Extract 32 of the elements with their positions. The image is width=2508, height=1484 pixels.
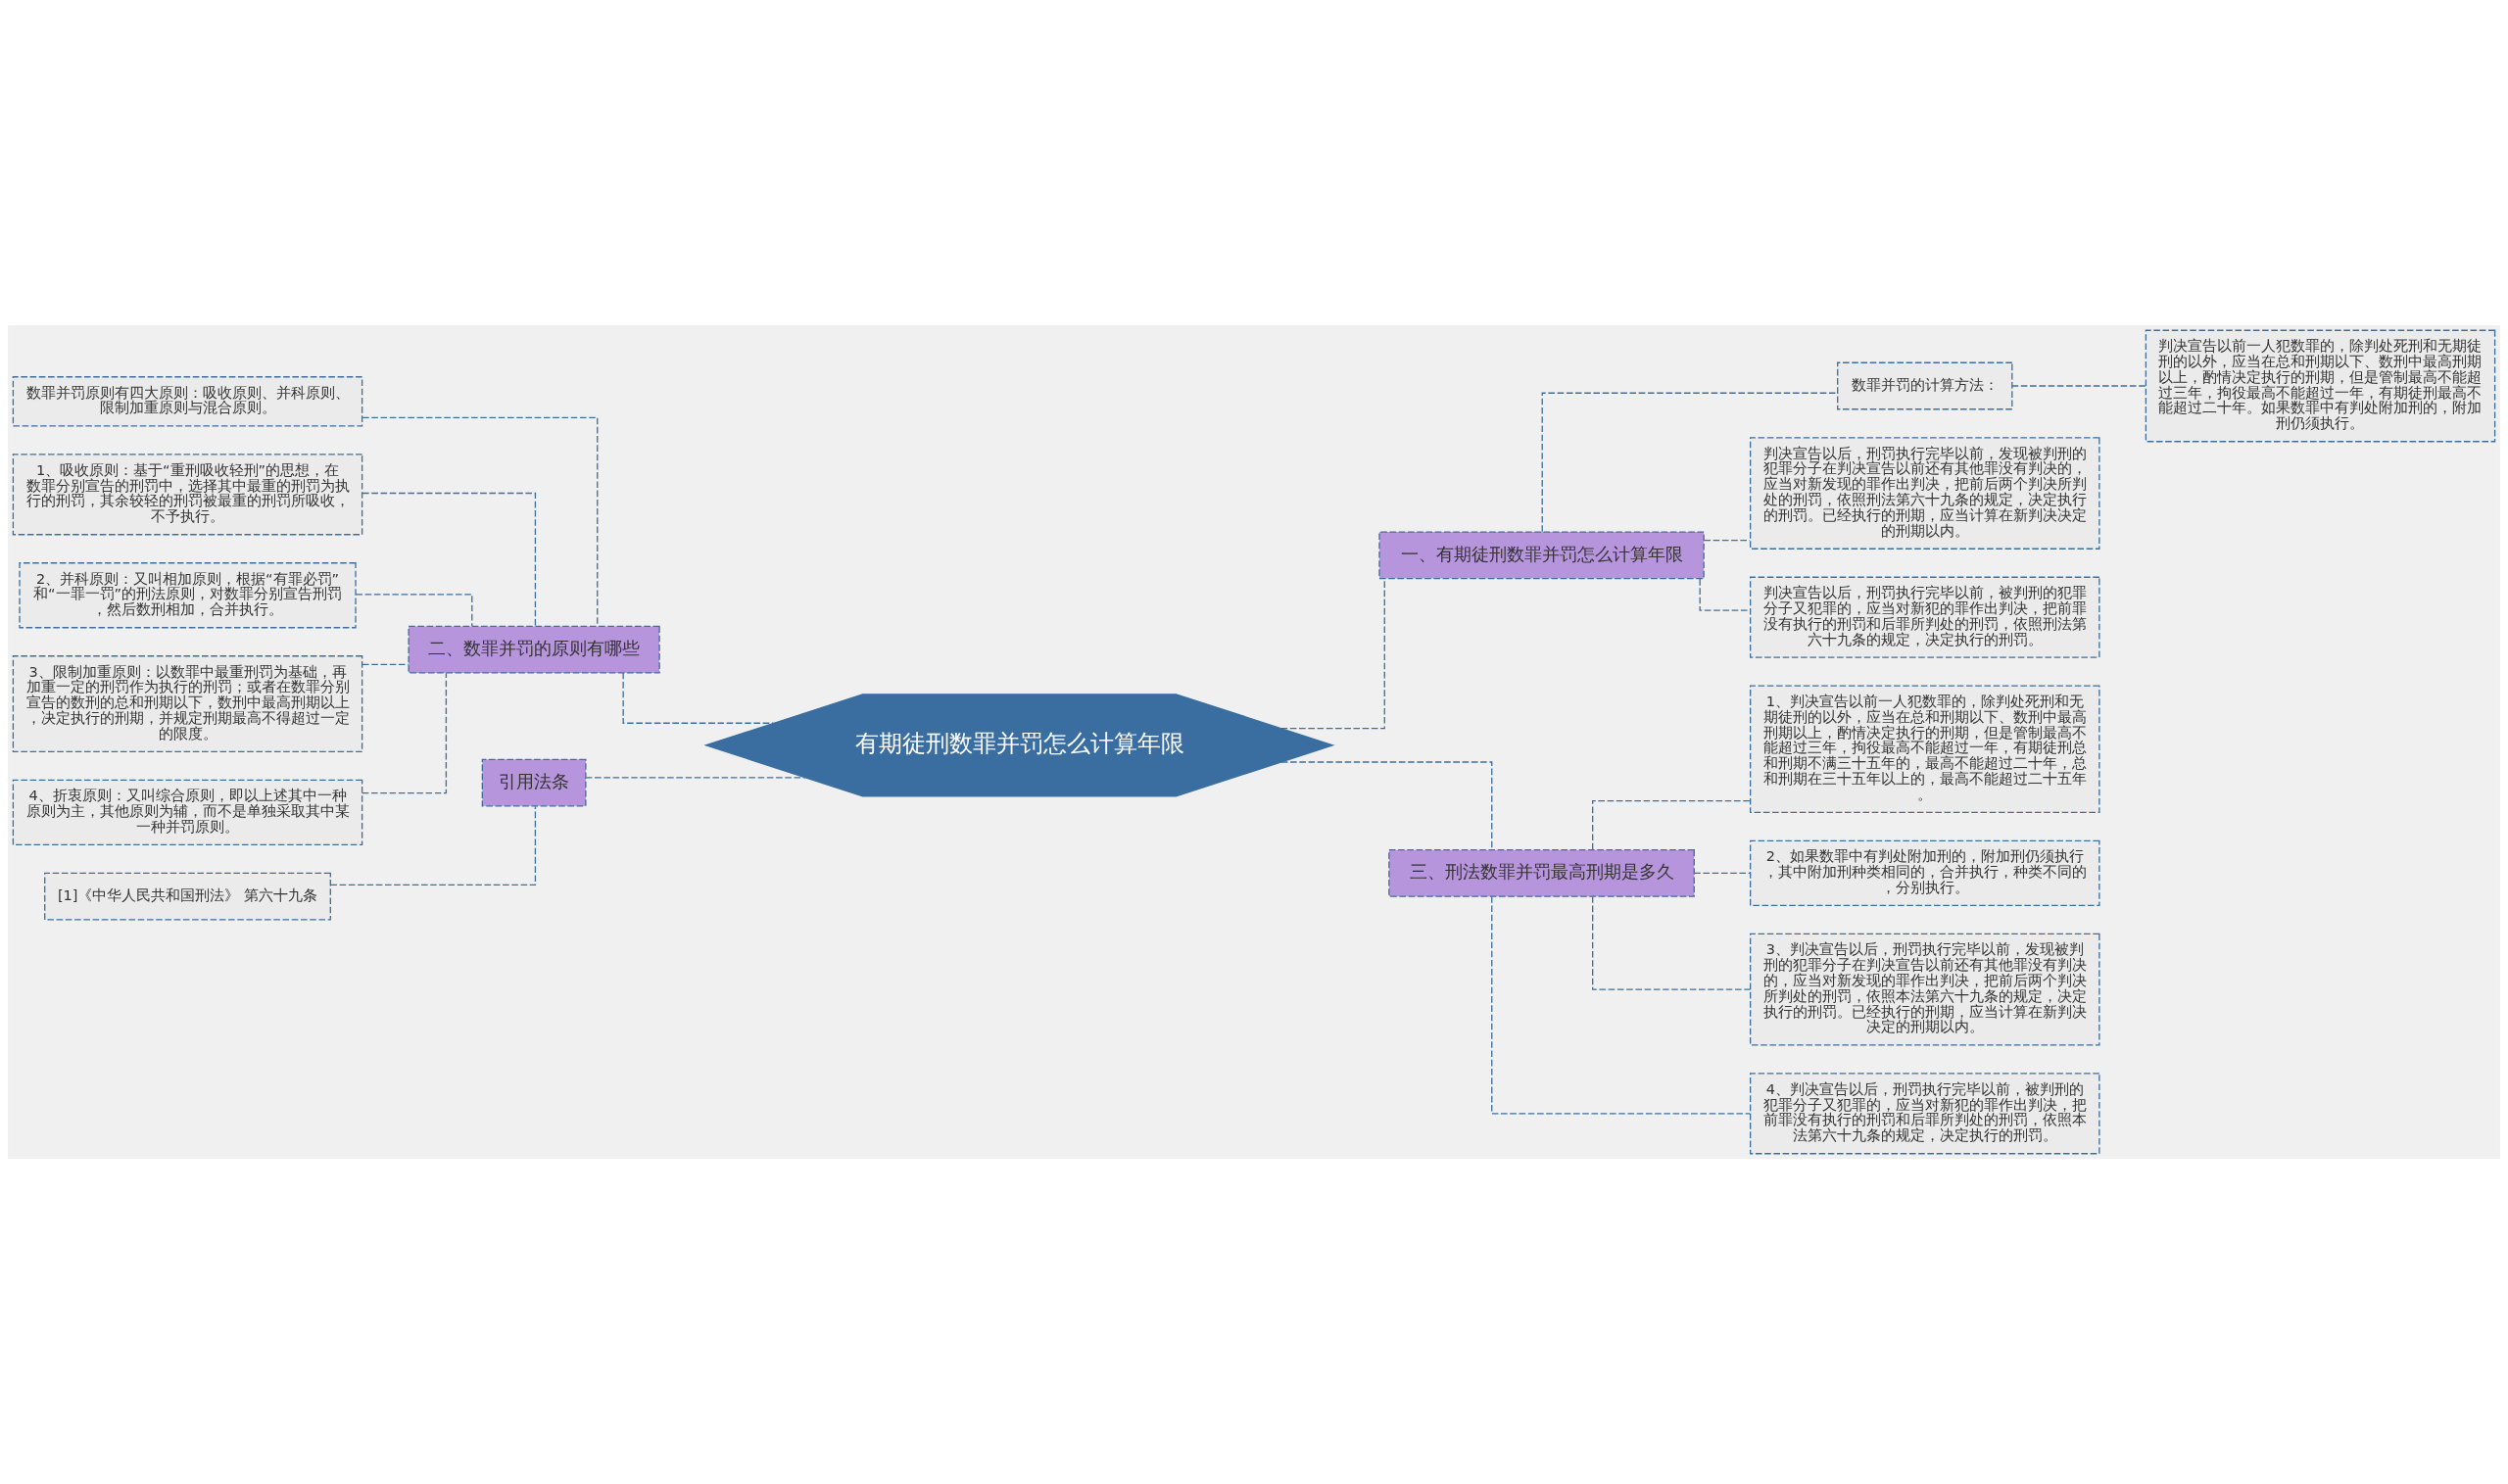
connector [355, 594, 473, 627]
node-box: 判决宣告以后，刑罚执行完毕以前，被判刑的犯罪分子又犯罪的，应当对新犯的罪作出判决，把前罪没有执行的刑罚和后罪所判处的刑罚，依照刑法第六十九条的规定，决定执行的刑罚。 [1750, 576, 2100, 658]
node-box: 3、判决宣告以后，刑罚执行完毕以前，发现被判刑的犯罪分子在判决宣告以前还有其他罪没有判决的，应当对新发现的罪作出判决，把前后两个判决所判处的刑罚，依照本法第六十九条的规定，决定执行的刑罚。已经执行的刑期，应当计算在新判决决定的刑期以内。 [1750, 933, 2100, 1046]
connector [622, 672, 775, 724]
node-box: [1]《中华人民共和国刑法》 第六十九条 [44, 872, 331, 921]
connector [2011, 385, 2146, 387]
connector [1693, 872, 1751, 875]
node-box: 2、如果数罪中有判处附加刑的，附加刑仍须执行，其中附加刑种类相同的，合并执行，种类不同的，分别执行。 [1750, 839, 2100, 907]
node-box: 判决宣告以后，刑罚执行完毕以前，发现被判刑的犯罪分子在判决宣告以前还有其他罪没有判决的，应当对新发现的罪作出判决，把前后两个判决所判处的刑罚，依照刑法第六十九条的规定，决定执行的刑罚。已经执行的刑期，应当计算在新判决决定的刑期以内。 [1750, 437, 2100, 550]
connector [362, 492, 537, 627]
node-box: 引用法条 [481, 758, 587, 807]
node-box: 1、判决宣告以前一人犯数罪的，除判处死刑和无期徒刑的以外，应当在总和刑期以下、数刑中最高刑期以上，酌情决定执行的刑期，但是管制最高不能超过三年，拘役最高不能超过一年，有期徒刑总和刑期不满三十五年的，最高不能超过二十年，总和刑期在三十五年以上的，最高不能超过二十五年。 [1750, 685, 2100, 814]
node-box: 一、有期徒刑数罪并罚怎么计算年限 [1378, 531, 1705, 580]
node-box: 3、限制加重原则：以数罪中最重刑罚为基础，再加重一定的刑罚作为执行的刑罚；或者在数罪分别宣告的数刑的总和刑期以下，数刑中最高刑期以上，决定执行的刑期，并规定刑期最高不得超过一定的限度。 [12, 655, 363, 753]
connector [329, 805, 537, 886]
node-box: 二、数罪并罚的原则有哪些 [408, 625, 660, 674]
connector [362, 663, 410, 665]
connector [1592, 895, 1751, 990]
connector [362, 416, 599, 627]
connector [585, 777, 806, 779]
node-box: 判决宣告以前一人犯数罪的，除判处死刑和无期徒刑的以外，应当在总和刑期以下、数刑中最高刑期以上，酌情决定执行的刑期，但是管制最高不能超过三年，拘役最高不能超过一年，有期徒刑最高不能超过二十年。如果数罪中有判处附加刑的，附加刑仍须执行。 [2145, 329, 2496, 443]
node-box: 4、判决宣告以后，刑罚执行完毕以前，被判刑的犯罪分子又犯罪的，应当对新犯的罪作出判决，把前罪没有执行的刑罚和后罪所判处的刑罚，依照本法第六十九条的规定，决定执行的刑罚。 [1750, 1073, 2100, 1155]
node-box: 2、并科原则：又叫相加原则，根据“有罪必罚”和“一罪一罚”的刑法原则，对数罪分别宣告刑罚，然后数刑相加，合并执行。 [19, 562, 357, 629]
node-box: 4、折衷原则：又叫综合原则，即以上述其中一种原则为主，其他原则为辅，而不是单独采取其中某一种并罚原则。 [12, 779, 363, 846]
node-box: 1、吸收原则：基于“重刑吸收轻刑”的思想，在数罪分别宣告的刑罚中，选择其中最重的刑罚为执行的刑罚，其余较轻的刑罚被最重的刑罚所吸收，不予执行。 [12, 454, 363, 536]
connector [1592, 800, 1751, 850]
connector [362, 672, 448, 794]
connector [1279, 578, 1385, 730]
node-box: 数罪并罚原则有四大原则：吸收原则、并科原则、限制加重原则与混合原则。 [12, 376, 363, 427]
node-box: 三、刑法数罪并罚最高刑期是多久 [1388, 849, 1695, 897]
node-box: 数罪并罚的计算方法： [1837, 361, 2013, 410]
connector [1491, 895, 1751, 1115]
